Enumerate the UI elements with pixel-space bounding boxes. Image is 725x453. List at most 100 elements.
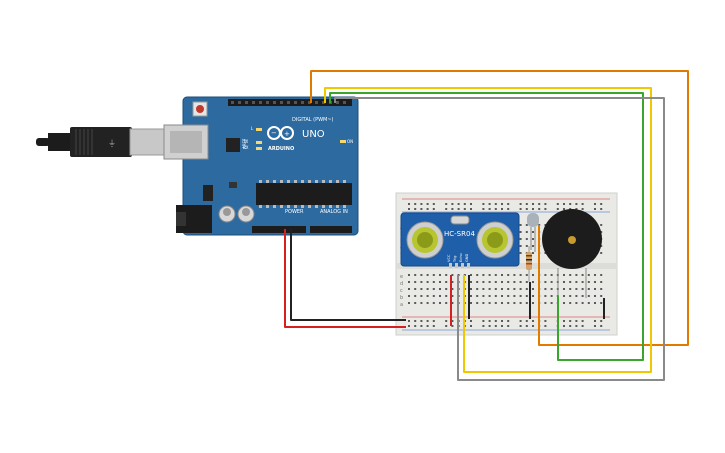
breadboard-hole[interactable] <box>544 320 547 322</box>
breadboard-hole[interactable] <box>408 302 410 304</box>
breadboard-hole[interactable] <box>451 320 454 322</box>
breadboard-hole[interactable] <box>470 208 472 210</box>
breadboard-hole[interactable] <box>501 320 503 322</box>
reset-button[interactable] <box>192 101 208 117</box>
breadboard-hole[interactable] <box>594 320 596 322</box>
breadboard-hole[interactable] <box>451 281 454 283</box>
breadboard-hole[interactable] <box>519 208 522 210</box>
breadboard-hole[interactable] <box>525 288 528 290</box>
breadboard-hole[interactable] <box>581 208 584 210</box>
hc-sr04-sensor[interactable]: HC-SR04 VCC Trig Echo GND <box>400 212 520 268</box>
breadboard-hole[interactable] <box>569 325 572 327</box>
breadboard-hole[interactable] <box>575 274 578 276</box>
breadboard-hole[interactable] <box>594 208 596 210</box>
breadboard-hole[interactable] <box>445 288 448 290</box>
breadboard-hole[interactable] <box>420 302 423 304</box>
breadboard-hole[interactable] <box>544 252 547 254</box>
breadboard-hole[interactable] <box>532 320 534 322</box>
breadboard-hole[interactable] <box>569 302 572 304</box>
breadboard-hole[interactable] <box>550 274 553 276</box>
breadboard-hole[interactable] <box>581 325 584 327</box>
breadboard-hole[interactable] <box>426 320 429 322</box>
breadboard-hole[interactable] <box>451 274 454 276</box>
breadboard-hole[interactable] <box>507 281 510 283</box>
breadboard-hole[interactable] <box>482 295 485 297</box>
breadboard-hole[interactable] <box>519 238 522 240</box>
breadboard-hole[interactable] <box>439 295 441 297</box>
breadboard-hole[interactable] <box>426 274 429 276</box>
breadboard-hole[interactable] <box>501 295 503 297</box>
breadboard-hole[interactable] <box>519 295 522 297</box>
breadboard-hole[interactable] <box>439 288 441 290</box>
breadboard-hole[interactable] <box>470 288 472 290</box>
breadboard-hole[interactable] <box>451 302 454 304</box>
breadboard-hole[interactable] <box>600 231 603 233</box>
breadboard-hole[interactable] <box>569 281 572 283</box>
breadboard-hole[interactable] <box>507 325 510 327</box>
breadboard-hole[interactable] <box>544 295 547 297</box>
breadboard-hole[interactable] <box>587 302 590 304</box>
breadboard-hole[interactable] <box>432 288 435 290</box>
breadboard-hole[interactable] <box>587 295 590 297</box>
breadboard-hole[interactable] <box>532 238 534 240</box>
breadboard-hole[interactable] <box>445 302 448 304</box>
breadboard-hole[interactable] <box>432 208 435 210</box>
breadboard-hole[interactable] <box>432 203 435 205</box>
breadboard-hole[interactable] <box>532 302 534 304</box>
breadboard-hole[interactable] <box>532 274 534 276</box>
breadboard-hole[interactable] <box>594 274 596 276</box>
breadboard-hole[interactable] <box>426 302 429 304</box>
breadboard-hole[interactable] <box>507 208 510 210</box>
breadboard-hole[interactable] <box>470 320 472 322</box>
breadboard-hole[interactable] <box>451 295 454 297</box>
breadboard-hole[interactable] <box>544 302 547 304</box>
breadboard-hole[interactable] <box>445 295 448 297</box>
breadboard-hole[interactable] <box>494 281 497 283</box>
breadboard-hole[interactable] <box>439 281 441 283</box>
breadboard-hole[interactable] <box>426 203 429 205</box>
breadboard-hole[interactable] <box>420 295 423 297</box>
breadboard-hole[interactable] <box>575 302 578 304</box>
breadboard-hole[interactable] <box>525 208 528 210</box>
breadboard-hole[interactable] <box>488 320 491 322</box>
breadboard-hole[interactable] <box>501 302 503 304</box>
breadboard-hole[interactable] <box>550 295 553 297</box>
breadboard-hole[interactable] <box>581 302 584 304</box>
breadboard-hole[interactable] <box>488 274 491 276</box>
wire-gray[interactable] <box>334 97 665 381</box>
breadboard-hole[interactable] <box>501 203 503 205</box>
breadboard-hole[interactable] <box>600 295 603 297</box>
breadboard-hole[interactable] <box>525 302 528 304</box>
breadboard-hole[interactable] <box>470 325 472 327</box>
breadboard-hole[interactable] <box>594 288 596 290</box>
breadboard-hole[interactable] <box>594 302 596 304</box>
breadboard-hole[interactable] <box>532 245 534 247</box>
breadboard-hole[interactable] <box>563 302 565 304</box>
breadboard-hole[interactable] <box>488 281 491 283</box>
breadboard-hole[interactable] <box>569 208 572 210</box>
breadboard-hole[interactable] <box>501 325 503 327</box>
breadboard-hole[interactable] <box>482 208 485 210</box>
breadboard-hole[interactable] <box>414 281 417 283</box>
breadboard-hole[interactable] <box>544 274 547 276</box>
breadboard-hole[interactable] <box>482 302 485 304</box>
breadboard-hole[interactable] <box>420 325 423 327</box>
breadboard-hole[interactable] <box>569 295 572 297</box>
breadboard-hole[interactable] <box>476 295 479 297</box>
breadboard-hole[interactable] <box>519 231 522 233</box>
breadboard-hole[interactable] <box>550 288 553 290</box>
breadboard-hole[interactable] <box>451 208 454 210</box>
breadboard-hole[interactable] <box>451 325 454 327</box>
breadboard-hole[interactable] <box>600 320 603 322</box>
breadboard-hole[interactable] <box>482 320 485 322</box>
usb-cable[interactable]: ⏚ <box>36 127 167 157</box>
breadboard-hole[interactable] <box>414 302 417 304</box>
breadboard-hole[interactable] <box>563 325 565 327</box>
breadboard-hole[interactable] <box>532 231 534 233</box>
breadboard-hole[interactable] <box>414 203 417 205</box>
breadboard-hole[interactable] <box>525 238 528 240</box>
breadboard-hole[interactable] <box>519 274 522 276</box>
breadboard-hole[interactable] <box>519 325 522 327</box>
breadboard-hole[interactable] <box>513 288 516 290</box>
breadboard-hole[interactable] <box>532 325 534 327</box>
